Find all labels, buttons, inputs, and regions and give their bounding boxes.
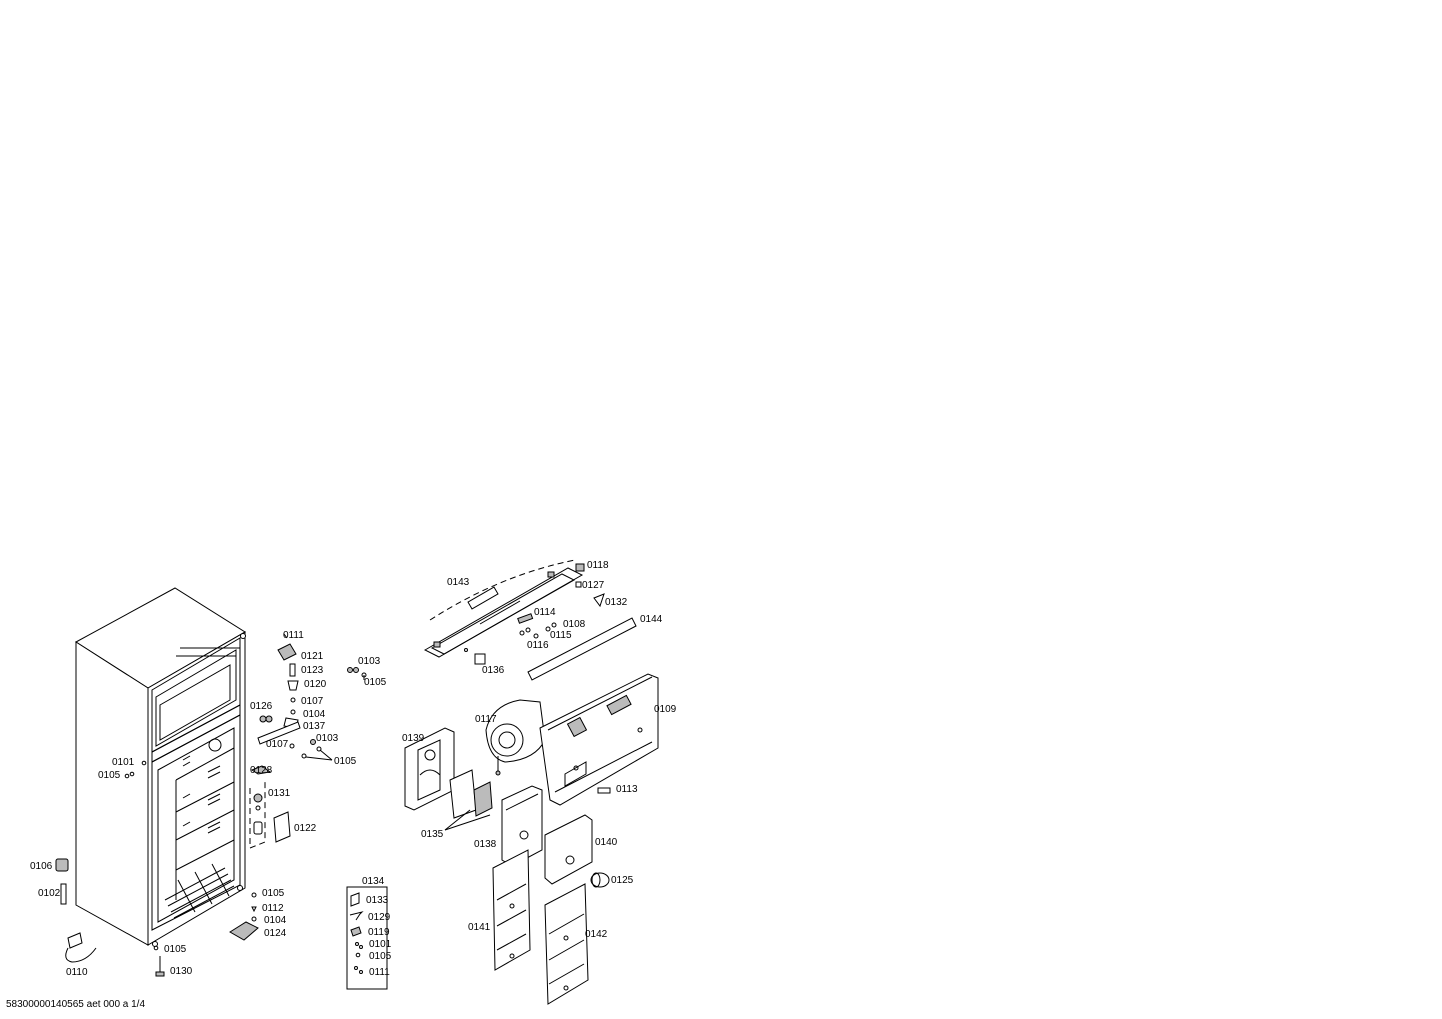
air-duct-side [544, 814, 593, 885]
label-0107-upper: 0107 [301, 696, 324, 707]
label-0140: 0140 [595, 837, 618, 848]
label-0111-kit: 0111 [369, 967, 390, 978]
label-0115: 0115 [550, 630, 572, 641]
label-0132: 0132 [605, 597, 628, 608]
label-0106: 0106 [30, 861, 53, 872]
label-0112: 0112 [262, 903, 284, 914]
control-module [444, 769, 493, 831]
document-id-footer: 58300000140565 aet 000 a 1/4 [6, 999, 146, 1010]
label-0133: 0133 [366, 895, 389, 906]
rear-panel [539, 673, 659, 806]
refrigerator-cabinet [75, 587, 246, 947]
label-0144: 0144 [640, 614, 663, 625]
label-0103-hinge: 0103 [316, 733, 339, 744]
bottom-hinge [229, 892, 259, 941]
label-0105-left: 0105 [98, 770, 121, 781]
label-0134: 0134 [362, 876, 385, 887]
label-0116: 0116 [527, 640, 549, 651]
trim-strip [527, 617, 637, 681]
hinge-assembly [250, 633, 367, 775]
label-0101-left: 0101 [112, 757, 135, 768]
label-0121: 0121 [301, 651, 324, 662]
label-0108: 0108 [563, 619, 586, 630]
label-0117: 0117 [475, 714, 497, 725]
label-0129: 0129 [368, 912, 391, 923]
label-0110: 0110 [66, 967, 88, 978]
label-0107-lower: 0107 [266, 739, 289, 750]
label-0120: 0120 [304, 679, 327, 690]
label-0118: 0118 [587, 560, 609, 571]
duct-cover-right [544, 883, 589, 1005]
label-0104-hinge: 0104 [303, 709, 326, 720]
label-0105-bottom: 0105 [262, 888, 285, 899]
lamp-bracket [249, 780, 291, 849]
label-0130: 0130 [170, 966, 193, 977]
label-0101-kit: 0101 [369, 939, 392, 950]
label-0138: 0138 [474, 839, 497, 850]
label-0131: 0131 [268, 788, 291, 799]
label-0105-screws: 0105 [364, 677, 387, 688]
label-0111-hinge: 0111 [283, 630, 304, 641]
label-0109: 0109 [654, 704, 677, 715]
duct-cover-left [492, 849, 531, 971]
label-0142: 0142 [585, 929, 608, 940]
label-0103-screws: 0103 [358, 656, 381, 667]
label-0127: 0127 [582, 580, 605, 591]
label-0123: 0123 [301, 665, 324, 676]
label-0125: 0125 [611, 875, 634, 886]
label-0135: 0135 [421, 829, 444, 840]
label-0137: 0137 [303, 721, 326, 732]
air-duct-upper [501, 785, 543, 867]
label-0113: 0113 [616, 784, 638, 795]
label-0139: 0139 [402, 733, 425, 744]
label-0119: 0119 [368, 927, 390, 938]
fan-assembly [485, 699, 546, 776]
knob [590, 872, 610, 888]
label-0104-bottom: 0104 [264, 915, 287, 926]
label-0124: 0124 [264, 928, 287, 939]
label-0105-foot: 0105 [164, 944, 187, 955]
label-0102: 0102 [38, 888, 61, 899]
label-0114: 0114 [534, 607, 556, 618]
hardware-left [55, 760, 165, 977]
label-0122: 0122 [294, 823, 317, 834]
evaporator-housing [404, 727, 455, 811]
small-parts-kit [346, 886, 388, 990]
label-0126: 0126 [250, 701, 273, 712]
control-panel [423, 559, 605, 665]
label-0128: 0128 [250, 765, 273, 776]
label-0143: 0143 [447, 577, 470, 588]
label-0136: 0136 [482, 665, 505, 676]
label-0141: 0141 [468, 922, 491, 933]
label-0105-kit: 0105 [369, 951, 392, 962]
label-0105-hinge: 0105 [334, 756, 357, 767]
